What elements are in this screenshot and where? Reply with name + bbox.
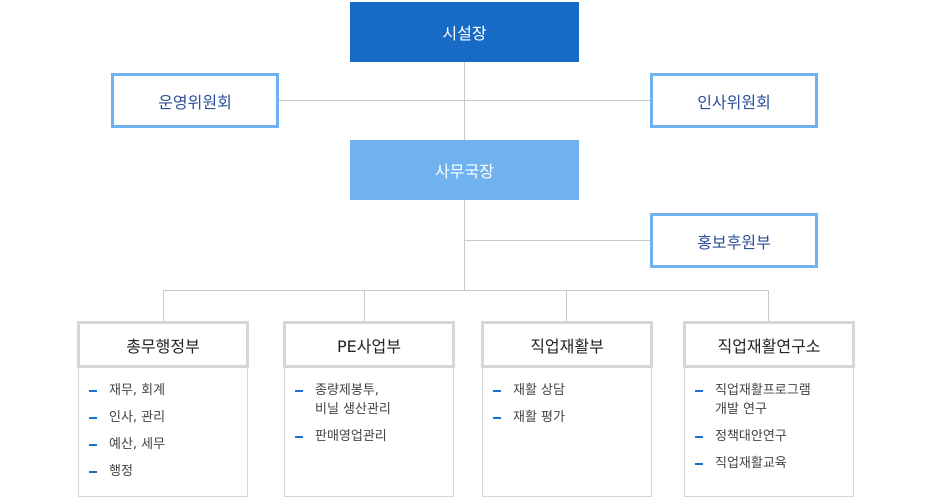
duty-item: 종량제봉투, 비닐 생산관리 — [295, 381, 447, 419]
director-label: 시설장 — [442, 24, 487, 43]
duty-item: 예산, 세무 — [89, 435, 241, 454]
connector-dept-1 — [163, 290, 164, 322]
operating-committee-label: 운영위원회 — [158, 92, 232, 112]
bullet-dash-icon — [89, 471, 97, 473]
department-title: 직업재활부 — [481, 321, 653, 368]
duty-item: 재활 상담 — [493, 381, 645, 400]
bullet-dash-icon — [89, 444, 97, 446]
connector-committees — [278, 100, 651, 101]
department-duty-list: 재활 상담 재활 평가 — [493, 381, 645, 435]
department-card-2: PE사업부 종량제봉투, 비닐 생산관리 판매영업관리 — [283, 321, 455, 497]
pr-sponsorship-box: 홍보후원부 — [650, 213, 818, 268]
bullet-dash-icon — [493, 390, 501, 392]
bullet-dash-icon — [695, 390, 703, 392]
duty-item: 정책대안연구 — [695, 427, 847, 446]
duty-item: 직업재활프로그램 개발 연구 — [695, 381, 847, 419]
connector-departments-horizontal — [163, 290, 769, 291]
department-card-3: 직업재활부 재활 상담 재활 평가 — [481, 321, 653, 497]
secretary-general-box: 사무국장 — [350, 140, 579, 200]
department-card-4: 직업재활연구소 직업재활프로그램 개발 연구 정책대안연구 직업재활교육 — [683, 321, 855, 497]
pr-sponsorship-label: 홍보후원부 — [697, 232, 771, 252]
department-title: 직업재활연구소 — [683, 321, 855, 368]
bullet-dash-icon — [695, 436, 703, 438]
personnel-committee-label: 인사위원회 — [697, 92, 771, 112]
bullet-dash-icon — [89, 417, 97, 419]
department-title: PE사업부 — [283, 321, 455, 368]
connector-dept-4 — [768, 290, 769, 322]
bullet-dash-icon — [493, 417, 501, 419]
connector-support-unit — [464, 240, 651, 241]
department-duty-list: 직업재활프로그램 개발 연구 정책대안연구 직업재활교육 — [695, 381, 847, 481]
director-box: 시설장 — [350, 2, 579, 62]
duty-item: 재활 평가 — [493, 408, 645, 427]
duty-item: 행정 — [89, 462, 241, 481]
bullet-dash-icon — [695, 463, 703, 465]
operating-committee-box: 운영위원회 — [111, 73, 279, 128]
personnel-committee-box: 인사위원회 — [650, 73, 818, 128]
bullet-dash-icon — [295, 436, 303, 438]
department-title: 총무행정부 — [77, 321, 249, 368]
connector-dept-2 — [364, 290, 365, 322]
duty-item: 인사, 관리 — [89, 408, 241, 427]
department-card-1: 총무행정부 재무, 회계 인사, 관리 예산, 세무 행정 — [77, 321, 249, 497]
department-duty-list: 재무, 회계 인사, 관리 예산, 세무 행정 — [89, 381, 241, 489]
duty-item: 판매영업관리 — [295, 427, 447, 446]
department-duty-list: 종량제봉투, 비닐 생산관리 판매영업관리 — [295, 381, 447, 454]
secretary-general-label: 사무국장 — [435, 162, 494, 181]
duty-item: 직업재활교육 — [695, 454, 847, 473]
duty-item: 재무, 회계 — [89, 381, 241, 400]
connector-dept-3 — [566, 290, 567, 322]
bullet-dash-icon — [89, 390, 97, 392]
bullet-dash-icon — [295, 390, 303, 392]
